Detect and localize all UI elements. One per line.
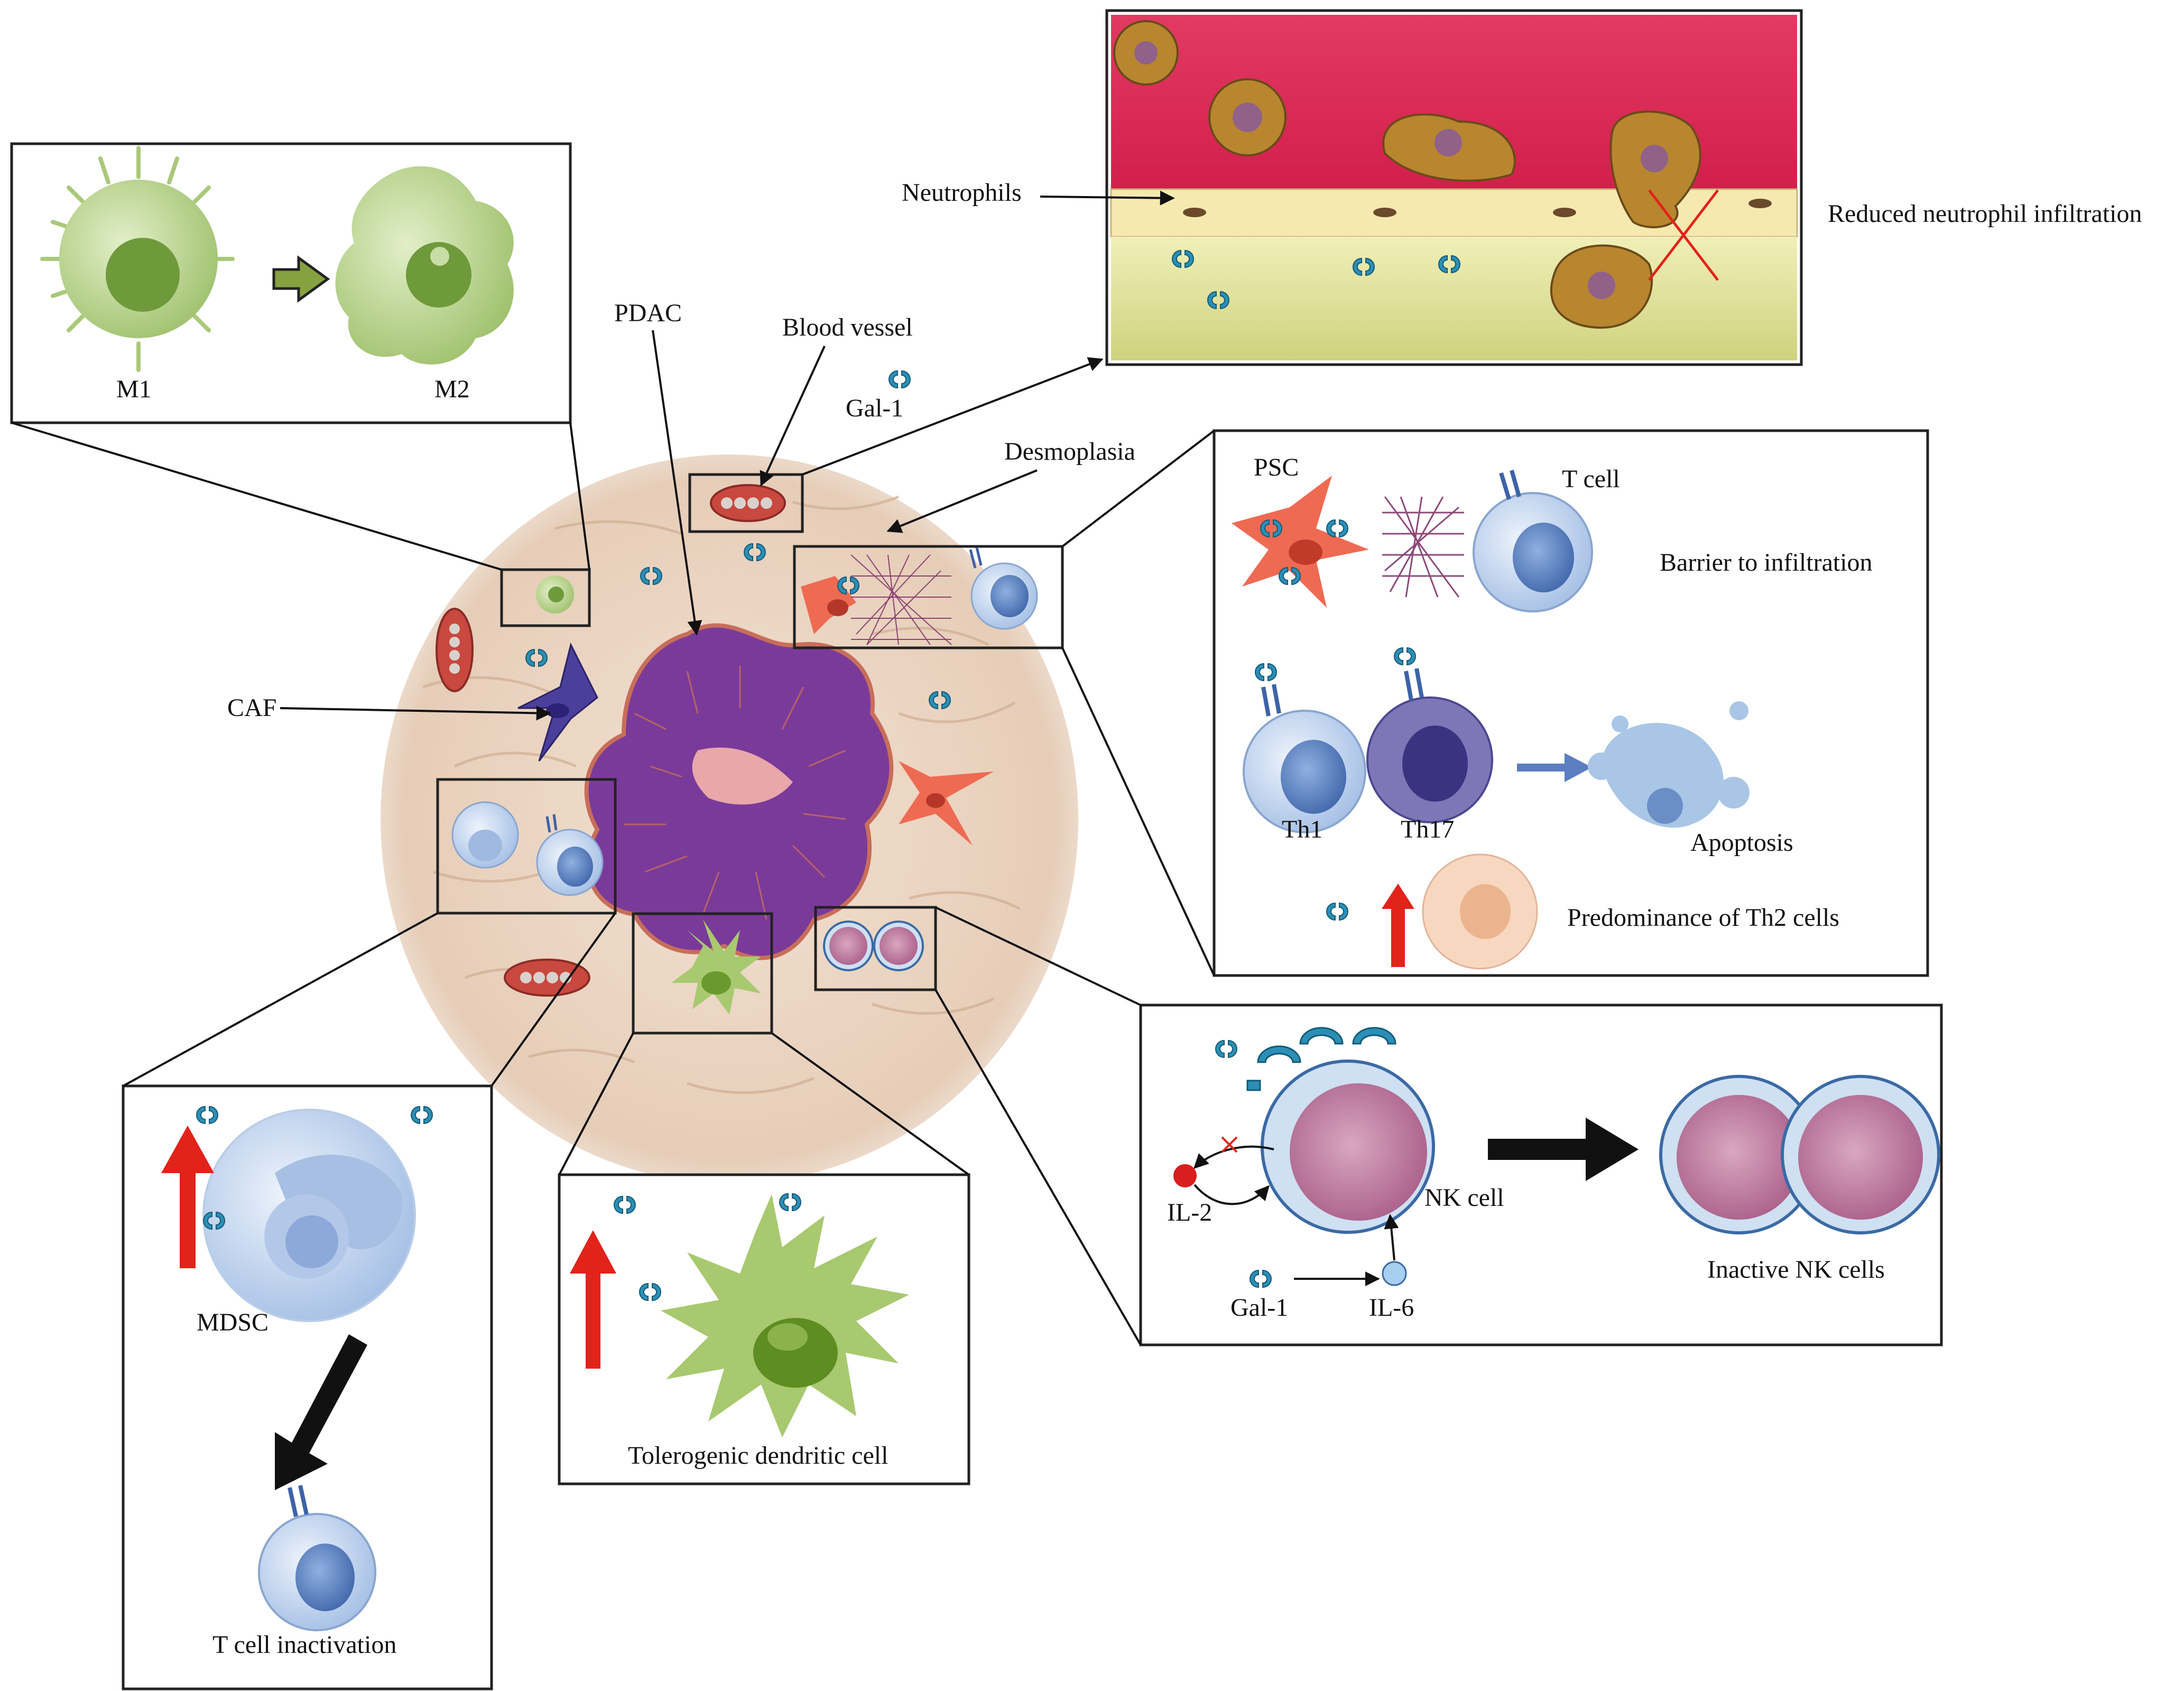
il6-label: IL-6 xyxy=(1369,1294,1414,1322)
blood-vessel xyxy=(710,484,786,522)
il2-nk-arrow xyxy=(1193,1184,1270,1205)
m2-macrophage xyxy=(335,166,514,365)
dendritic-cell-small xyxy=(671,919,761,1015)
pdac-pointer xyxy=(652,330,702,636)
black-block-arrow-nk xyxy=(1488,1118,1639,1181)
blue-block-arrow xyxy=(1517,753,1592,782)
gal1-label: Gal-1 xyxy=(846,394,903,422)
t-cell-inactivation-label: T cell inactivation xyxy=(212,1631,396,1659)
m2-label: M2 xyxy=(434,375,470,403)
red-cross xyxy=(1648,189,1719,281)
blood-vessel xyxy=(436,608,474,692)
zoom-box-blood-vessel xyxy=(688,473,804,533)
tumor-microenvironment xyxy=(381,454,1078,1184)
green-block-arrow xyxy=(272,255,330,303)
neutrophils-pointer xyxy=(1040,190,1175,206)
caf-label: CAF xyxy=(227,694,276,722)
t-cell-label: T cell xyxy=(1562,465,1620,493)
blood-vessel-pointer xyxy=(760,346,826,487)
neutrophils-label: Neutrophils xyxy=(902,179,1022,207)
inactivated-t-cell xyxy=(258,1485,376,1631)
red-up-arrow xyxy=(570,1230,616,1369)
inactive-nk-cells xyxy=(1659,1075,1940,1234)
endothelium xyxy=(1110,188,1798,238)
zoom-box-nk xyxy=(814,906,937,991)
blood-vessel xyxy=(504,959,590,997)
reduced-neutrophil-label: Reduced neutrophil infiltration xyxy=(1828,200,2142,228)
zoom-box-t-cells xyxy=(436,778,617,915)
barrier-label: Barrier to infiltration xyxy=(1660,549,1873,577)
psc-cells xyxy=(1232,476,1369,608)
nk-il2-arrow xyxy=(1193,1145,1274,1169)
th17-label: Th17 xyxy=(1401,815,1454,843)
collagen-fibers xyxy=(1382,496,1464,598)
tolerogenic-dc-label: Tolerogenic dendritic cell xyxy=(628,1442,888,1470)
black-block-arrow-mdsc xyxy=(275,1334,367,1490)
psc-label: PSC xyxy=(1254,453,1299,481)
caf-cell xyxy=(517,642,598,761)
desmoplasia-label: Desmoplasia xyxy=(1004,438,1135,466)
apoptotic-cell xyxy=(1588,701,1750,828)
nk-cell xyxy=(1261,1060,1435,1234)
pdac-label: PDAC xyxy=(614,299,682,327)
il2-label: IL-2 xyxy=(1167,1198,1212,1227)
nk-cell-label: NK cell xyxy=(1424,1184,1504,1212)
gal1-nk-label: Gal-1 xyxy=(1230,1294,1288,1322)
th17-cell xyxy=(1366,668,1493,823)
galectin-1-icon xyxy=(889,370,911,388)
connector-lines xyxy=(11,357,1215,1346)
desmoplasia-pointer xyxy=(886,469,1038,533)
mdsc-label: MDSC xyxy=(197,1308,269,1336)
zoom-box-macrophage xyxy=(500,568,591,627)
apoptosis-label: Apoptosis xyxy=(1690,829,1793,857)
blocked-cross xyxy=(1221,1136,1238,1153)
th1-label: Th1 xyxy=(1282,815,1322,843)
mdsc-cell xyxy=(202,1109,416,1322)
blood-vessel-label: Blood vessel xyxy=(782,313,913,341)
th2-cell xyxy=(1422,853,1538,970)
il6-molecule xyxy=(1382,1261,1407,1286)
psc-cell xyxy=(899,761,994,846)
tolerogenic-dendritic-cell xyxy=(661,1194,909,1437)
zoom-box-desmoplasia xyxy=(793,545,1064,649)
il6-nk-arrow xyxy=(1384,1214,1399,1261)
galectin-receptors xyxy=(1246,1027,1396,1091)
t-cell-desmoplasia xyxy=(1473,469,1593,612)
th1-cell xyxy=(1243,684,1366,833)
m1-macrophage xyxy=(40,146,235,372)
il2-molecule xyxy=(1173,1164,1197,1187)
zoom-box-dendritic xyxy=(632,912,773,1035)
th2-label: Predominance of Th2 cells xyxy=(1567,904,1839,932)
inactive-nk-label: Inactive NK cells xyxy=(1707,1256,1885,1284)
red-up-arrow xyxy=(1382,884,1414,967)
caf-pointer xyxy=(280,705,551,721)
red-up-arrow xyxy=(161,1126,214,1268)
m1-label: M1 xyxy=(116,375,152,403)
tissue-layer xyxy=(1111,237,1797,360)
